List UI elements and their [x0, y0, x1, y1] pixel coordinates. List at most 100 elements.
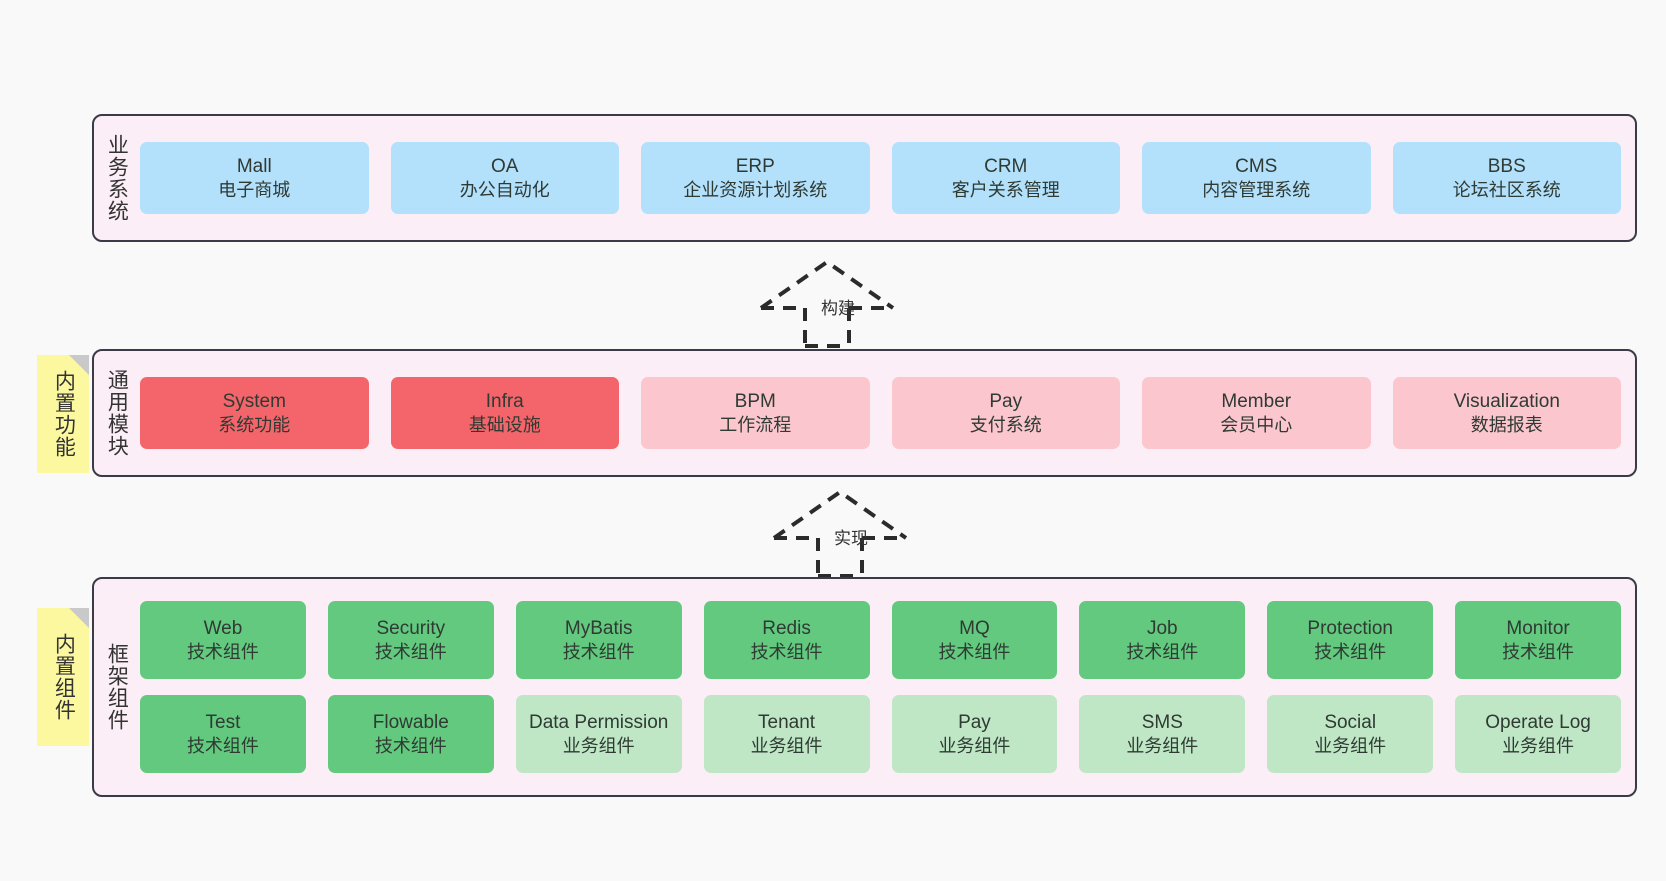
node-title: Security	[376, 618, 446, 640]
connector-label-build: 构建	[821, 299, 855, 318]
node-subtitle: 技术组件	[186, 735, 259, 756]
node-infra[interactable]: Infra 基础设施	[390, 377, 619, 449]
node-crm[interactable]: CRM 客户关系管理	[891, 142, 1120, 214]
node-subtitle: 业务组件	[1314, 735, 1387, 756]
node-pay-module[interactable]: Pay 支付系统	[891, 377, 1120, 449]
generalization-arrow-icon	[759, 259, 895, 348]
node-subtitle: 办公自动化	[459, 179, 550, 200]
node-subtitle: 业务组件	[1502, 735, 1575, 756]
layer-business-systems: 业务系统 Mall 电子商城 OA 办公自动化 ERP 企业资源计划系统 CRM…	[92, 114, 1637, 242]
connector-label-implement: 实现	[834, 529, 868, 548]
node-title: Pay	[989, 391, 1023, 413]
note-builtin-function: 内置功能	[37, 355, 89, 473]
node-row: Mall 电子商城 OA 办公自动化 ERP 企业资源计划系统 CRM 客户关系…	[140, 142, 1621, 214]
node-pay-component[interactable]: Pay 业务组件	[891, 695, 1058, 773]
node-test[interactable]: Test 技术组件	[140, 695, 306, 773]
node-title: Visualization	[1453, 391, 1560, 413]
layer-body-framework: Web 技术组件 Security 技术组件 MyBatis 技术组件 Redi…	[138, 579, 1635, 795]
node-subtitle: 客户关系管理	[951, 179, 1060, 200]
node-title: Data Permission	[528, 712, 669, 734]
node-title: CRM	[984, 156, 1028, 178]
node-monitor[interactable]: Monitor 技术组件	[1455, 601, 1621, 679]
node-oa[interactable]: OA 办公自动化	[390, 142, 619, 214]
node-mybatis[interactable]: MyBatis 技术组件	[515, 601, 682, 679]
node-protection[interactable]: Protection 技术组件	[1267, 601, 1434, 679]
node-web[interactable]: Web 技术组件	[140, 601, 306, 679]
node-subtitle: 技术组件	[1126, 641, 1199, 662]
node-title: Web	[203, 618, 243, 640]
node-subtitle: 系统功能	[218, 414, 291, 435]
node-title: Job	[1146, 618, 1178, 640]
node-subtitle: 业务组件	[1126, 735, 1199, 756]
layer-label-framework: 框架组件	[105, 643, 129, 731]
node-data-permission[interactable]: Data Permission 业务组件	[515, 695, 682, 773]
node-title: System	[222, 391, 286, 413]
node-title: Social	[1324, 712, 1377, 734]
node-subtitle: 企业资源计划系统	[683, 179, 828, 200]
node-title: OA	[491, 156, 519, 178]
node-title: MQ	[959, 618, 990, 640]
node-job[interactable]: Job 技术组件	[1079, 601, 1246, 679]
node-system[interactable]: System 系统功能	[140, 377, 369, 449]
connector-implement: 实现	[768, 486, 948, 578]
node-subtitle: 业务组件	[562, 735, 635, 756]
node-subtitle: 支付系统	[969, 414, 1042, 435]
node-title: Mall	[236, 156, 272, 178]
node-title: SMS	[1141, 712, 1183, 734]
node-subtitle: 内容管理系统	[1202, 179, 1311, 200]
node-subtitle: 业务组件	[938, 735, 1011, 756]
node-sms[interactable]: SMS 业务组件	[1079, 695, 1246, 773]
node-subtitle: 数据报表	[1470, 414, 1543, 435]
node-subtitle: 工作流程	[719, 414, 792, 435]
node-cms[interactable]: CMS 内容管理系统	[1142, 142, 1371, 214]
layer-common-modules: 通用模块 System 系统功能 Infra 基础设施 BPM 工作流程 Pay…	[92, 349, 1637, 477]
node-flowable[interactable]: Flowable 技术组件	[327, 695, 494, 773]
node-social[interactable]: Social 业务组件	[1267, 695, 1434, 773]
layer-label-business: 业务系统	[105, 134, 129, 222]
node-mall[interactable]: Mall 电子商城	[140, 142, 369, 214]
node-title: BPM	[734, 391, 776, 413]
layer-framework-components: 框架组件 Web 技术组件 Security 技术组件 MyBatis 技术组件…	[92, 577, 1637, 797]
node-mq[interactable]: MQ 技术组件	[891, 601, 1058, 679]
node-title: Pay	[958, 712, 991, 734]
node-subtitle: 电子商城	[218, 179, 291, 200]
node-subtitle: 技术组件	[374, 735, 447, 756]
node-title: MyBatis	[564, 618, 633, 640]
node-subtitle: 基础设施	[468, 414, 541, 435]
node-title: Redis	[762, 618, 811, 640]
node-subtitle: 技术组件	[186, 641, 259, 662]
node-subtitle: 技术组件	[750, 641, 823, 662]
generalization-arrow-icon	[772, 489, 908, 578]
node-erp[interactable]: ERP 企业资源计划系统	[641, 142, 870, 214]
node-visualization[interactable]: Visualization 数据报表	[1392, 377, 1621, 449]
node-operate-log[interactable]: Operate Log 业务组件	[1455, 695, 1621, 773]
node-title: CMS	[1235, 156, 1278, 178]
node-title: Test	[205, 712, 241, 734]
node-subtitle: 技术组件	[938, 641, 1011, 662]
layer-label-common: 通用模块	[105, 369, 129, 457]
node-title: Member	[1221, 391, 1292, 413]
node-row: Test 技术组件 Flowable 技术组件 Data Permission …	[140, 695, 1621, 773]
node-title: Infra	[485, 391, 524, 413]
node-redis[interactable]: Redis 技术组件	[703, 601, 870, 679]
node-security[interactable]: Security 技术组件	[327, 601, 494, 679]
node-subtitle: 技术组件	[374, 641, 447, 662]
node-title: Tenant	[758, 712, 816, 734]
node-title: BBS	[1487, 156, 1526, 178]
node-bpm[interactable]: BPM 工作流程	[641, 377, 870, 449]
layer-body-business: Mall 电子商城 OA 办公自动化 ERP 企业资源计划系统 CRM 客户关系…	[138, 116, 1635, 240]
node-bbs[interactable]: BBS 论坛社区系统	[1392, 142, 1621, 214]
node-row: System 系统功能 Infra 基础设施 BPM 工作流程 Pay 支付系统…	[140, 377, 1621, 449]
note-builtin-component: 内置组件	[37, 608, 89, 746]
node-subtitle: 论坛社区系统	[1452, 179, 1561, 200]
node-title: Protection	[1307, 618, 1393, 640]
connector-build: 构建	[755, 256, 935, 348]
layer-body-common: System 系统功能 Infra 基础设施 BPM 工作流程 Pay 支付系统…	[138, 351, 1635, 475]
node-title: Flowable	[372, 712, 449, 734]
node-subtitle: 业务组件	[750, 735, 823, 756]
node-row: Web 技术组件 Security 技术组件 MyBatis 技术组件 Redi…	[140, 601, 1621, 679]
node-subtitle: 技术组件	[1314, 641, 1387, 662]
node-tenant[interactable]: Tenant 业务组件	[703, 695, 870, 773]
node-member[interactable]: Member 会员中心	[1142, 377, 1371, 449]
